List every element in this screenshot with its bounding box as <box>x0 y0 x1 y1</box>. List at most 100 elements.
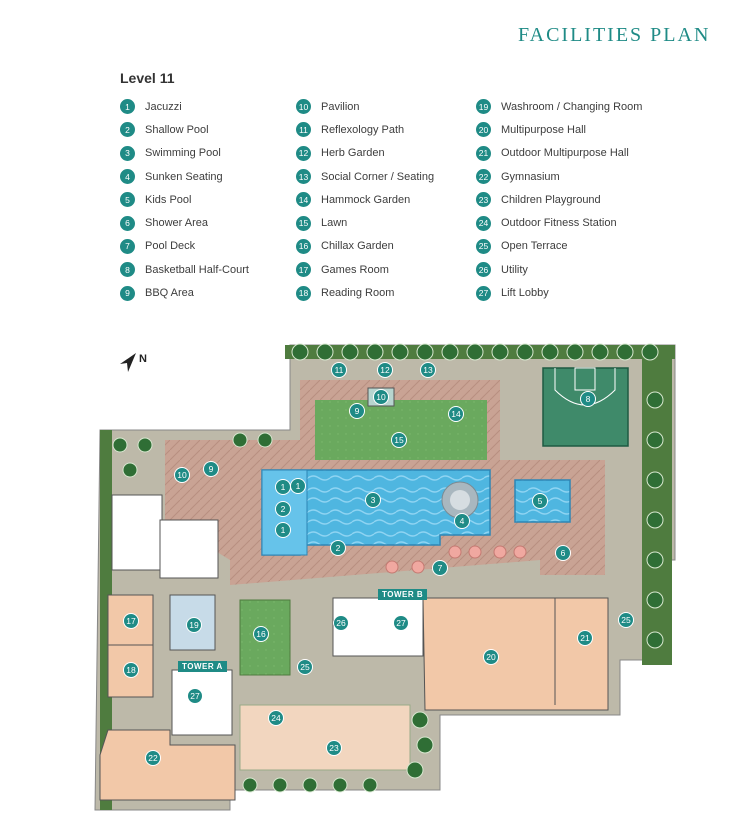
legend-label: Chillax Garden <box>321 240 394 253</box>
legend-number-badge: 11 <box>296 122 311 138</box>
legend-number-badge: 20 <box>476 122 491 138</box>
map-marker: 24 <box>268 710 284 726</box>
hedge-left <box>100 430 112 810</box>
legend-item: 7 Pool Deck <box>120 235 249 258</box>
legend-label: Pool Deck <box>145 240 196 253</box>
map-marker: 1 <box>275 479 291 495</box>
legend-label: Shallow Pool <box>145 123 209 136</box>
multipurpose-hall <box>422 597 609 711</box>
legend-item: 11 Reflexology Path <box>296 118 434 141</box>
legend-number-badge: 12 <box>296 145 311 161</box>
legend-item: 22 Gymnasium <box>476 165 642 188</box>
legend-number-badge: 4 <box>120 169 135 185</box>
legend-number-badge: 2 <box>120 122 135 138</box>
legend-label: Basketball Half-Court <box>145 263 249 276</box>
map-marker: 10 <box>174 467 190 483</box>
legend-label: Kids Pool <box>145 193 192 206</box>
legend-item: 8 Basketball Half-Court <box>120 258 249 281</box>
map-marker: 27 <box>187 688 203 704</box>
map-marker: 17 <box>123 613 139 629</box>
map-marker: 18 <box>123 662 139 678</box>
legend-number-badge: 16 <box>296 238 311 254</box>
legend-item: 15 Lawn <box>296 211 434 234</box>
legend-number-badge: 13 <box>296 169 311 185</box>
legend-label: Washroom / Changing Room <box>501 100 643 113</box>
tower-a-block <box>171 669 233 736</box>
legend-number-badge: 15 <box>296 215 311 231</box>
legend-number-badge: 1 <box>120 99 135 115</box>
legend-label: Sunken Seating <box>145 170 223 183</box>
legend-number-badge: 14 <box>296 192 311 208</box>
trees <box>112 343 664 793</box>
legend-number-badge: 22 <box>476 169 491 185</box>
legend-label: Herb Garden <box>321 147 385 160</box>
map-marker: 26 <box>333 615 349 631</box>
legend-number-badge: 17 <box>296 262 311 278</box>
gymnasium <box>99 729 236 801</box>
legend-item: 1 Jacuzzi <box>120 95 249 118</box>
legend-label: Reflexology Path <box>321 123 405 136</box>
map-marker: 27 <box>393 615 409 631</box>
legend-number-badge: 26 <box>476 262 491 278</box>
legend-item: 18 Reading Room <box>296 281 434 304</box>
legend-label: Lawn <box>321 217 348 230</box>
legend-number-badge: 25 <box>476 238 491 254</box>
map-marker: 15 <box>391 432 407 448</box>
legend-number-badge: 5 <box>120 192 135 208</box>
legend-number-badge: 27 <box>476 285 491 301</box>
map-marker: 2 <box>330 540 346 556</box>
legend-item: 19 Washroom / Changing Room <box>476 95 642 118</box>
reading-room <box>107 644 154 698</box>
legend-number-badge: 8 <box>120 262 135 278</box>
map-marker: 22 <box>145 750 161 766</box>
utility-block-left <box>111 494 163 571</box>
map-marker: 23 <box>326 740 342 756</box>
legend-number-badge: 7 <box>120 238 135 254</box>
legend-label: Outdoor Multipurpose Hall <box>501 147 629 160</box>
legend-label: Hammock Garden <box>321 193 411 206</box>
map-marker: 6 <box>555 545 571 561</box>
legend-item: 16 Chillax Garden <box>296 235 434 258</box>
legend-label: Social Corner / Seating <box>321 170 435 183</box>
north-arrow-icon <box>120 353 136 372</box>
legend-label: Gymnasium <box>501 170 560 183</box>
map-marker: 3 <box>365 492 381 508</box>
legend-number-badge: 18 <box>296 285 311 301</box>
map-marker: 2 <box>275 501 291 517</box>
map-marker: 20 <box>483 649 499 665</box>
legend-label: Lift Lobby <box>501 287 549 300</box>
map-marker: 7 <box>432 560 448 576</box>
legend-label: Jacuzzi <box>145 100 182 113</box>
legend-number-badge: 19 <box>476 99 491 115</box>
legend-label: Reading Room <box>321 287 395 300</box>
legend-number-badge: 3 <box>120 145 135 161</box>
north-label: N <box>139 353 147 365</box>
playground-area <box>239 704 411 771</box>
map-marker: 25 <box>618 612 634 628</box>
map-marker: 25 <box>297 659 313 675</box>
map-marker: 10 <box>373 389 389 405</box>
level-heading: Level 11 <box>120 70 175 86</box>
map-marker: 12 <box>377 362 393 378</box>
legend-label: Utility <box>501 263 528 276</box>
map-marker: 19 <box>186 617 202 633</box>
legend-item: 5 Kids Pool <box>120 188 249 211</box>
legend-item: 4 Sunken Seating <box>120 165 249 188</box>
utility-block-mid <box>159 519 219 579</box>
legend-item: 26 Utility <box>476 258 642 281</box>
legend-item: 25 Open Terrace <box>476 235 642 258</box>
legend-label: Open Terrace <box>501 240 568 253</box>
map-marker: 16 <box>253 626 269 642</box>
map-marker: 14 <box>448 406 464 422</box>
tower-b-label: TOWER B <box>378 589 428 600</box>
